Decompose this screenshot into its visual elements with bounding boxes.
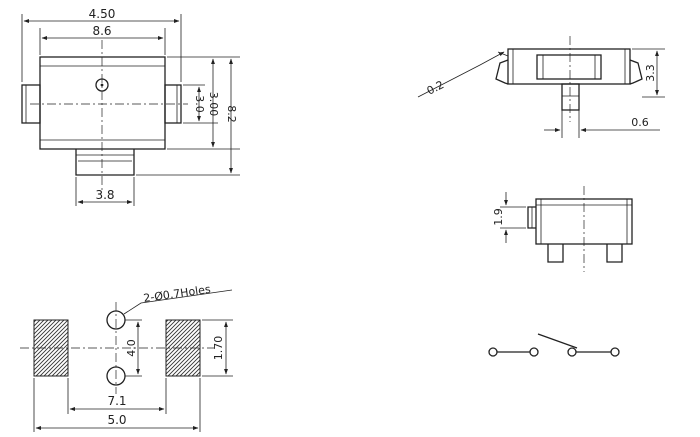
pcb-footprint: 2-Ø0.7Holes 4.0 1.70 7.1 5.0 xyxy=(20,283,233,432)
dim-front-height: 1.9 xyxy=(492,208,505,226)
dim-pad-outer: 5.0 xyxy=(107,413,126,427)
dim-leader-lead-thickness xyxy=(417,51,505,98)
actuator-outline xyxy=(75,149,135,176)
body-inner-edges xyxy=(40,65,165,141)
right-j-lead xyxy=(629,59,643,85)
front-left-leg xyxy=(547,244,564,263)
switch-body-outline xyxy=(39,56,166,150)
dim-pad-height: 1.70 xyxy=(212,336,225,361)
centerlines xyxy=(30,40,188,190)
terminal-4 xyxy=(610,347,620,357)
dim-overall-width: 4.50 xyxy=(89,7,116,21)
switch-symbol xyxy=(488,333,620,357)
side-actuator-window xyxy=(536,54,602,80)
hole-note-leader xyxy=(123,289,233,315)
left-j-lead xyxy=(495,59,509,85)
terminal-2 xyxy=(529,347,539,357)
dim-body-width: 8.6 xyxy=(92,24,111,38)
dim-side-height: 3.3 xyxy=(644,64,657,82)
dim-hole-pitch: 4.0 xyxy=(125,339,138,357)
dim-body-height: 3.00 xyxy=(207,92,220,117)
footprint-centerlines xyxy=(20,302,214,394)
side-view: 0.2 3.3 0.6 xyxy=(417,36,665,138)
dim-post-width: 0.6 xyxy=(631,116,649,129)
left-terminal xyxy=(21,84,41,124)
hole-note: 2-Ø0.7Holes xyxy=(143,283,212,305)
front-right-leg xyxy=(606,244,623,263)
front-view: 1.9 xyxy=(492,186,633,272)
right-terminal xyxy=(164,84,182,124)
dim-pad-inner: 7.1 xyxy=(107,394,126,408)
switch-contact-arm xyxy=(537,333,578,349)
dim-actuator-width: 3.8 xyxy=(95,188,114,202)
dim-lead-thickness: 0.2 xyxy=(425,78,446,98)
terminal-3 xyxy=(567,347,577,357)
dim-overall-height: 8.2 xyxy=(225,105,238,123)
top-view: 4.50 8.6 3.0 3.00 8.2 3.8 xyxy=(21,7,240,206)
terminal-1 xyxy=(488,347,498,357)
dim-terminal-height: 3.0 xyxy=(193,95,206,113)
side-post xyxy=(561,83,580,111)
